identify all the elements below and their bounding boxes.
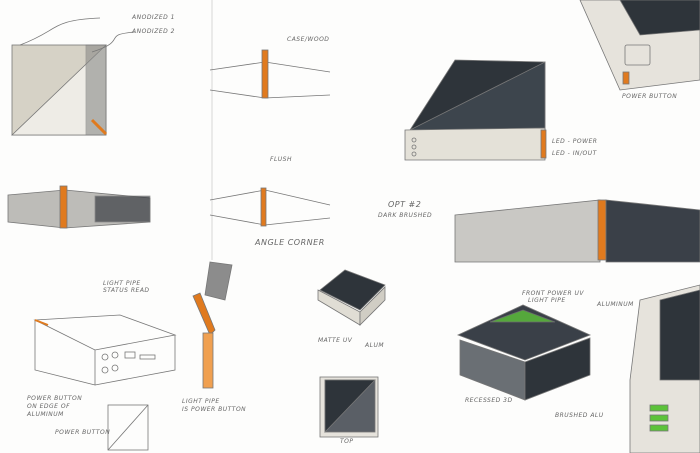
label-recessed: RECESSED 3D <box>465 397 513 404</box>
sketch-top-view <box>319 376 379 438</box>
label-light-pipe-status: LIGHT PIPE <box>103 280 141 287</box>
label-opt2: OPT #2 <box>388 200 422 209</box>
sketch-corner-detail <box>209 49 331 227</box>
sketch-power-button-corner <box>579 0 700 91</box>
sketch-dark-brushed <box>454 199 700 263</box>
sketch-small-square <box>107 404 149 451</box>
label-dark-brushed: DARK BRUSHED <box>378 212 433 219</box>
label-status-read: STATUS READ <box>103 287 150 294</box>
label-led-inout: LED - IN/OUT <box>552 150 597 157</box>
label-light-pipe-power-2: IS POWER BUTTON <box>182 406 247 413</box>
sketch-recessed-case <box>456 304 592 401</box>
label-angle-corner: ANGLE CORNER <box>255 238 325 247</box>
sketch-square-front <box>11 17 136 136</box>
label-power-button: POWER BUTTON <box>622 93 678 100</box>
label-power-button-small: POWER BUTTON <box>55 429 111 436</box>
label-top: TOP <box>340 438 354 445</box>
sketch-tower-corner <box>629 284 700 453</box>
label-aluminum: ALUMINUM <box>597 301 634 308</box>
label-casewood: CASE/WOOD <box>287 36 330 43</box>
sketch-side-extrusion <box>7 185 151 229</box>
sketch-case-open <box>404 59 547 161</box>
label-light-pipe-power-1: LIGHT PIPE <box>182 398 220 405</box>
label-flush: FLUSH <box>270 156 293 163</box>
label-brushed: BRUSHED ALU <box>555 412 604 419</box>
label-led-power: LED - POWER <box>552 138 598 145</box>
label-front-power-2: LIGHT PIPE <box>528 297 566 304</box>
label-power-edge-1: POWER BUTTON <box>27 395 83 402</box>
label-power-edge-2: ON EDGE OF <box>27 403 71 410</box>
label-matte-uv: MATTE UV <box>318 337 353 344</box>
sketch-small-case <box>317 269 386 326</box>
label-front-power-1: FRONT POWER UV <box>522 290 585 297</box>
label-anodized-1: ANODIZED 1 <box>132 14 175 21</box>
label-anodized-2: ANODIZED 2 <box>132 28 175 35</box>
sketch-perspective-box <box>33 314 177 386</box>
label-power-edge-3: ALUMINUM <box>27 411 64 418</box>
sketch-light-pipe <box>192 261 233 389</box>
label-alum: ALUM <box>365 342 385 349</box>
